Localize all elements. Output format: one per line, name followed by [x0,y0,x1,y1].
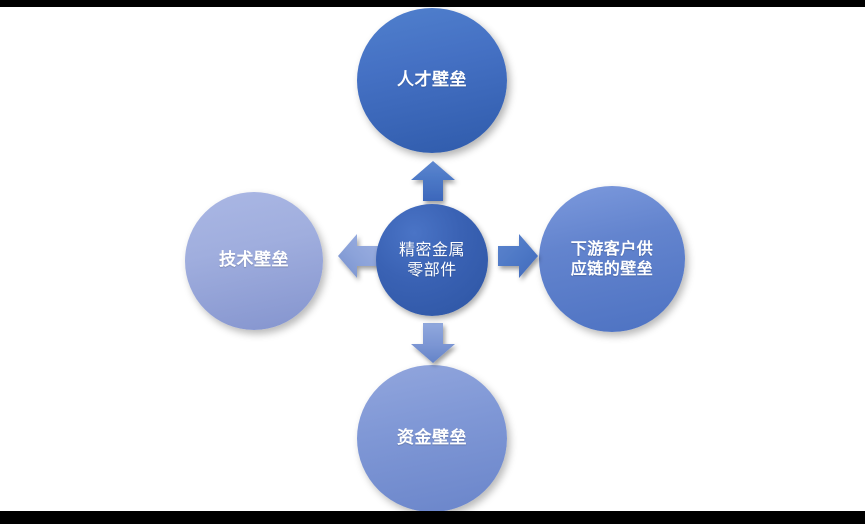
node-label-left: 技术壁垒 [219,250,289,271]
arrow-down-icon [410,322,456,364]
node-label-right: 下游客户供 应链的壁垒 [561,239,664,280]
arrow-right-icon [497,233,539,279]
arrow-left-icon [337,233,379,279]
node-label-center-line1: 精密金属 [398,239,465,259]
node-circle-left[interactable]: 技术壁垒 [185,192,323,330]
node-circle-center[interactable]: 精密金属 零部件 [376,204,488,316]
letterbox-bar-bottom [0,511,865,524]
letterbox-bar-top [0,0,865,7]
node-circle-top[interactable]: 人才壁垒 [357,8,507,153]
node-label-center: 精密金属 零部件 [389,240,475,281]
node-label-bottom: 资金壁垒 [397,427,467,448]
node-label-top: 人才壁垒 [397,69,467,90]
arrow-up-icon [410,160,456,202]
node-label-center-line2: 零部件 [407,260,457,279]
node-circle-right[interactable]: 下游客户供 应链的壁垒 [539,186,685,332]
node-label-right-line2: 应链的壁垒 [570,259,654,278]
node-label-right-line1: 下游客户供 [570,238,654,258]
node-circle-bottom[interactable]: 资金壁垒 [357,365,507,512]
